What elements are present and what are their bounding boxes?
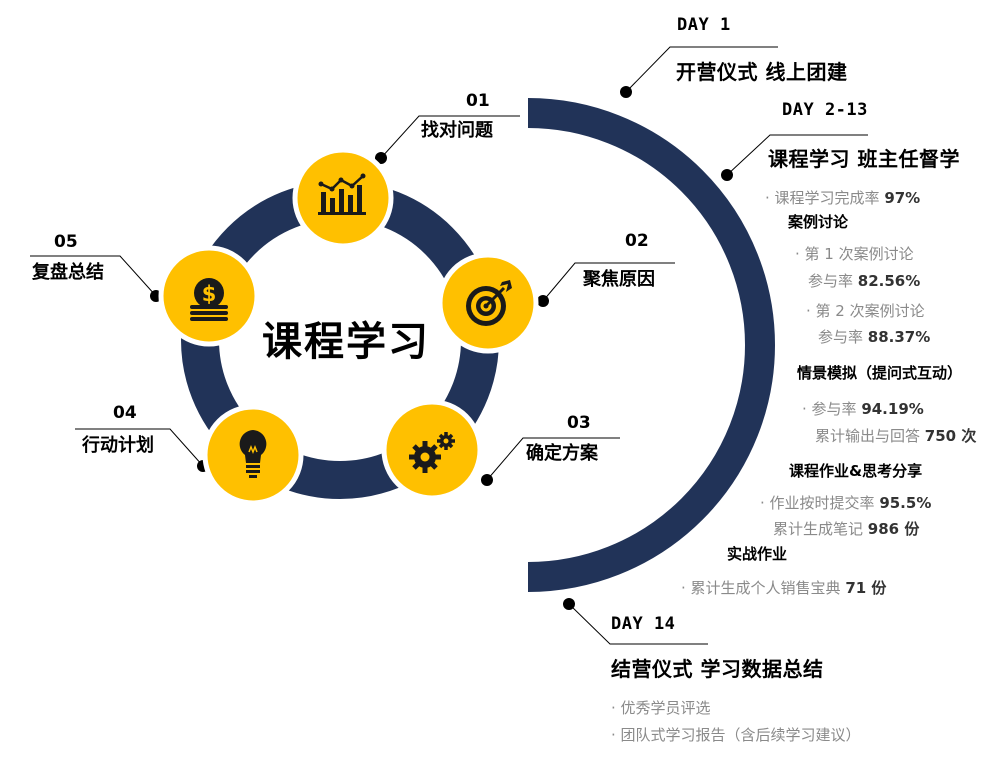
scenario-rate: · 参与率 94.19% — [802, 400, 924, 418]
case2-title: · 第 2 次案例讨论 — [806, 302, 925, 320]
homework-heading: 课程作业&思考分享 — [789, 462, 923, 480]
timeline-arc — [527, 98, 775, 592]
day14-item-1: · 优秀学员评选 — [611, 699, 711, 717]
day1-title: 开营仪式 线上团建 — [676, 60, 848, 84]
case1-rate: 参与率 82.56% — [808, 272, 921, 290]
cycle-center-title: 课程学习 — [262, 319, 430, 365]
day14-label: DAY 14 — [611, 614, 676, 634]
day14-title: 结营仪式 学习数据总结 — [611, 657, 824, 681]
step-03-label: 确定方案 — [526, 443, 598, 464]
step-02-number: 02 — [625, 231, 649, 251]
target-icon — [466, 280, 512, 326]
day1-label: DAY 1 — [677, 15, 731, 35]
step-04-label: 行动计划 — [82, 435, 154, 456]
leader-dots — [150, 86, 733, 610]
day2-label: DAY 2-13 — [782, 100, 868, 120]
step-04-node — [202, 404, 304, 506]
scenario-output: 累计输出与回答 750 次 — [815, 427, 977, 445]
gears-icon — [409, 432, 455, 473]
bar-chart-icon — [318, 173, 366, 215]
step-03-node — [381, 399, 483, 501]
step-01-node — [292, 147, 394, 249]
step-05-number: 05 — [54, 232, 78, 252]
day14-item-2: · 团队式学习报告（含后续学习建议） — [611, 726, 861, 744]
svg-text:$: $ — [202, 282, 217, 306]
step-01-number: 01 — [466, 91, 490, 111]
practice-count: · 累计生成个人销售宝典 71 份 — [681, 579, 887, 597]
coins-icon: $ — [190, 278, 228, 321]
case1-title: · 第 1 次案例讨论 — [795, 245, 914, 263]
case2-rate: 参与率 88.37% — [818, 328, 931, 346]
step-04-number: 04 — [113, 403, 137, 423]
step-05-node: $ — [158, 245, 260, 347]
leader-lines — [30, 46, 868, 645]
step-05-label: 复盘总结 — [32, 262, 104, 283]
practice-heading: 实战作业 — [727, 545, 788, 563]
step-02-label: 聚焦原因 — [583, 269, 655, 290]
step-02-node — [437, 252, 539, 354]
lightbulb-icon — [239, 430, 267, 478]
homework-rate: · 作业按时提交率 95.5% — [760, 494, 932, 512]
case-discussion-heading: 案例讨论 — [788, 213, 849, 231]
notes-count: 累计生成笔记 986 份 — [773, 520, 920, 538]
scenario-heading: 情景模拟（提问式互动） — [797, 364, 963, 382]
step-03-number: 03 — [567, 413, 591, 433]
step-01-label: 找对问题 — [421, 120, 493, 141]
completion-rate: · 课程学习完成率 97% — [765, 189, 921, 207]
day2-title: 课程学习 班主任督学 — [768, 147, 960, 171]
